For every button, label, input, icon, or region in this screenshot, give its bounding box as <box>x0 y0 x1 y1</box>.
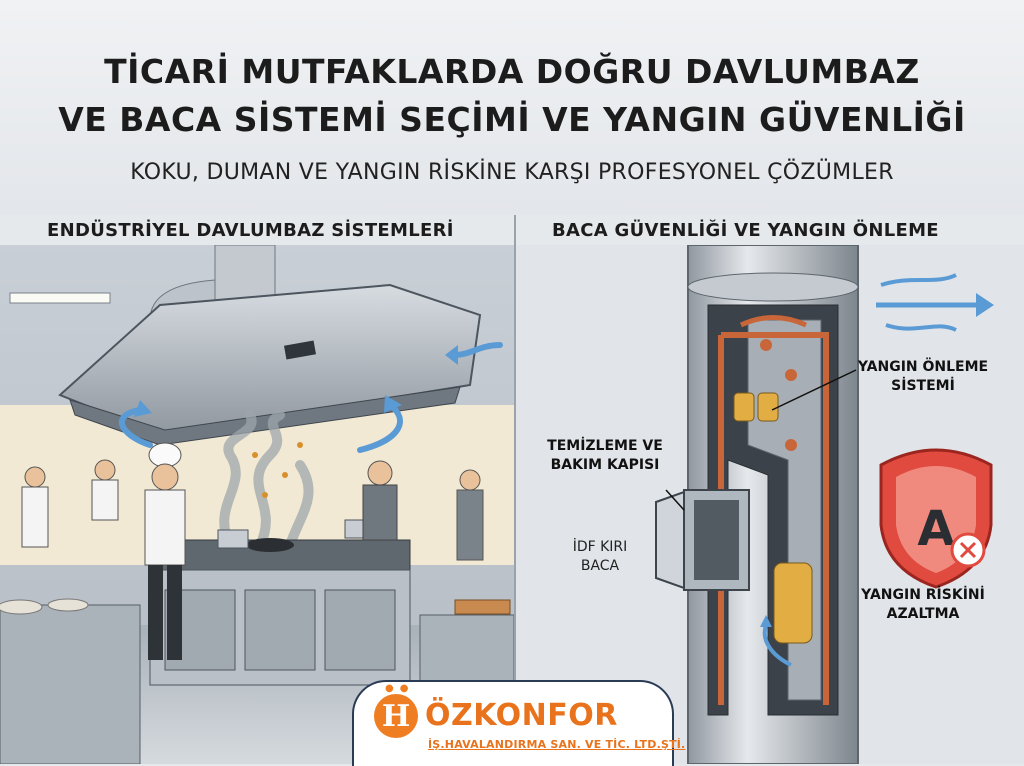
chef-background <box>21 459 484 561</box>
grease-drop <box>297 442 303 448</box>
cleaning-door-panel <box>655 490 685 590</box>
airflow-arrowhead-top-right <box>445 345 458 365</box>
brand-subtitle: İŞ.HAVALANDIRMA SAN. VE TİC. LTD.ŞTİ. <box>428 738 686 751</box>
oven-door <box>244 589 316 671</box>
flow-arrow <box>762 624 792 667</box>
airflow-arrow-left <box>118 407 153 448</box>
callout-cleaning-door: TEMİZLEME VE BAKIM KAPISI <box>547 438 663 473</box>
airflow-arrow-right <box>357 402 403 453</box>
suppression-canister <box>733 392 755 422</box>
panel-divider <box>514 215 516 764</box>
airflow-arrowhead-left <box>134 400 152 417</box>
grease-drop <box>282 472 288 478</box>
wind-icon <box>876 273 994 332</box>
suppression-tank <box>773 562 813 644</box>
cooking-pot <box>217 529 249 549</box>
cleaning-door-opening <box>694 500 739 580</box>
page-title-line-1: TİCARİ MUTFAKLARDA DOĞRU DAVLUMBAZ <box>104 52 920 91</box>
callout-reduce-fire-risk: YANGIN RİSKİNİ AZALTMA <box>861 587 985 622</box>
flow-arrowhead <box>760 615 772 627</box>
chef-right <box>362 460 398 541</box>
airflow-arrow-top-right <box>452 342 503 358</box>
sprinkler-head <box>785 439 797 451</box>
shield-letter: A <box>917 501 954 557</box>
sprinkler-head <box>785 369 797 381</box>
smoke-plume <box>219 410 314 550</box>
logo-icon: H <box>374 694 418 738</box>
copper-pipe-ring <box>739 315 808 328</box>
plate <box>47 598 89 612</box>
chef-main <box>144 442 186 660</box>
fire-shield-icon: A <box>879 448 993 589</box>
brand-name: ÖZKONFOR <box>425 698 618 733</box>
callout-chimney: İDF KIRI BACA <box>572 539 628 574</box>
cutting-board <box>454 599 511 615</box>
hood-control-panel <box>284 340 316 360</box>
plate <box>0 599 43 615</box>
kitchen-hood-illustration <box>0 245 514 764</box>
logo-umlaut: ●● <box>385 683 415 694</box>
chimney-pipe-ring <box>687 272 859 302</box>
grease-drop <box>252 452 258 458</box>
prep-counter-left <box>0 604 141 764</box>
left-panel-heading: ENDÜSTRİYEL DAVLUMBAZ SİSTEMLERİ <box>47 220 454 241</box>
hood-filters <box>69 386 461 446</box>
frying-pan <box>246 538 294 552</box>
ceiling-light <box>9 292 111 304</box>
suppression-canister <box>757 392 779 422</box>
header: TİCARİ MUTFAKLARDA DOĞRU DAVLUMBAZ VE BA… <box>0 0 1024 215</box>
right-panel-heading: BACA GÜVENLİĞİ VE YANGIN ÖNLEME <box>552 220 939 241</box>
page-subtitle: KOKU, DUMAN VE YANGIN RİSKİNE KARŞI PROF… <box>130 160 894 185</box>
oven-door <box>324 589 396 671</box>
callout-line-fire-system <box>771 369 857 411</box>
airflow-arrowhead-right <box>384 395 402 413</box>
chimney-cutaway-illustration: A <box>516 245 1024 764</box>
grease-drop <box>262 492 268 498</box>
page-title-line-2: VE BACA SİSTEMİ SEÇİMİ VE YANGIN GÜVENLİ… <box>58 100 966 139</box>
sprinkler-head <box>760 339 772 351</box>
callout-fire-prevention-system: YANGIN ÖNLEME SİSTEMİ <box>857 359 989 394</box>
callout-line-cleaning-door <box>665 489 685 511</box>
